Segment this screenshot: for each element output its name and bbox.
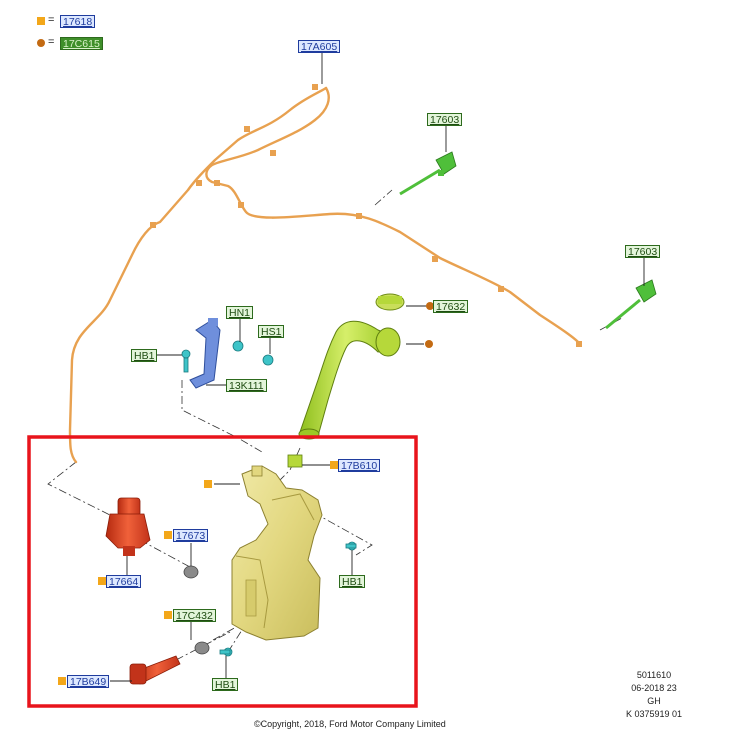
neck-seal [287,454,303,468]
callout-17664[interactable]: 17664 [106,575,142,588]
reservoir-bracket [189,318,221,389]
callout-17673[interactable]: 17673 [173,529,209,542]
copyright-notice: ©Copyright, 2018, Ford Motor Company Lim… [254,719,446,729]
callout-17603-lower[interactable]: 17603 [625,245,661,258]
washer-reservoir [231,465,323,641]
document-ref: K 0375919 01 [625,709,683,719]
callout-hb1-bracket[interactable]: HB1 [131,349,158,362]
filler-neck [298,320,401,440]
legend-code-17618: 17618 [60,15,96,28]
washer-jet-lower [605,279,657,330]
callout-17a605[interactable]: 17A605 [298,40,341,53]
highlight-frame [27,435,418,708]
callout-hb1-bottom[interactable]: HB1 [212,678,239,691]
document-date: 06-2018 23 [631,683,677,693]
callout-17b610[interactable]: 17B610 [338,459,381,472]
fasteners [181,340,357,657]
legend-square-icon [37,17,45,25]
document-region: GH [647,696,661,706]
washer-jet-upper [399,151,457,196]
callout-13k111[interactable]: 13K111 [226,379,267,392]
callout-17c432[interactable]: 17C432 [173,609,216,622]
washer-pump [105,497,151,556]
callout-17b649[interactable]: 17B649 [67,675,110,688]
callout-hb1-right[interactable]: HB1 [339,575,366,588]
legend-equals: = [48,14,55,26]
callout-hs1[interactable]: HS1 [258,325,285,338]
hose-clips [150,84,582,347]
callout-17632[interactable]: 17632 [433,300,469,313]
callout-17603-upper[interactable]: 17603 [427,113,463,126]
filler-cap [375,293,405,311]
level-sensor [129,655,181,685]
callout-hn1[interactable]: HN1 [226,306,254,319]
document-id-block: 5011610 06-2018 23 GH K 0375919 01 [622,669,686,721]
callout-markers [58,302,434,685]
document-number: 5011610 [636,670,672,680]
assembly-lines [47,189,623,661]
callout-leaders [110,53,645,682]
legend-dot-icon [37,39,45,47]
legend-equals-2: = [48,36,55,48]
legend-code-17c615: 17C615 [60,37,103,50]
